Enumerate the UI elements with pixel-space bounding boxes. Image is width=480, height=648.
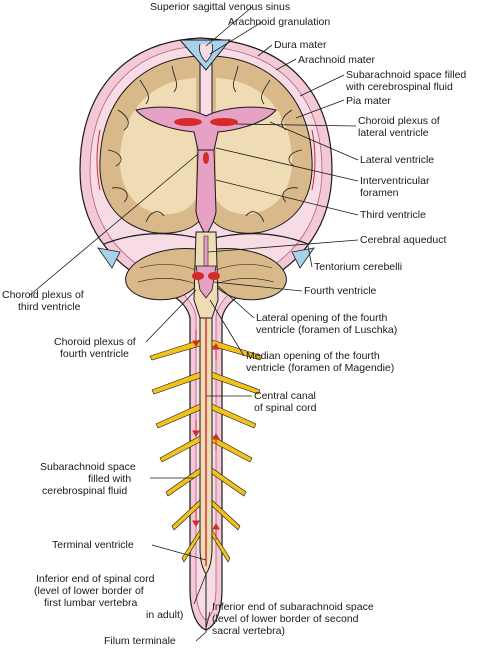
lateral-ventricles: [135, 106, 277, 151]
cortical-gyri: [107, 65, 303, 223]
label-central-canal: Central canal: [254, 390, 316, 402]
label-choroid-fourth: Choroid plexus of: [54, 336, 136, 348]
label-interventricular-foramen-2: foramen: [360, 187, 399, 199]
label-inferior-cord-2: (level of lower border of: [34, 585, 144, 597]
label-pia-mater: Pia mater: [346, 95, 391, 107]
label-inferior-subarachnoid-3: sacral vertebra): [212, 625, 285, 637]
label-third-ventricle: Third ventricle: [360, 209, 426, 221]
label-arachnoid-granulation: Arachnoid granulation: [228, 16, 330, 28]
right-transverse-sinus: [291, 247, 315, 269]
label-lateral-opening: Lateral opening of the fourth: [256, 312, 388, 324]
cerebellar-folia: [137, 264, 275, 285]
label-fourth-ventricle: Fourth ventricle: [304, 285, 377, 297]
label-subarachnoid-space-top: Subarachnoid space filled: [346, 69, 466, 81]
label-central-canal-2: of spinal cord: [254, 402, 317, 414]
label-inferior-cord-4: in adult): [146, 609, 183, 621]
label-inferior-cord-3: first lumbar vertebra: [44, 597, 138, 609]
arachnoid-granulation: [199, 43, 213, 63]
label-interventricular-foramen: Interventricular: [360, 175, 430, 187]
label-filum-terminale: Filum terminale: [104, 635, 176, 647]
label-subarachnoid-spine-3: cerebrospinal fluid: [42, 485, 127, 497]
label-subarachnoid-space-top-2: with cerebrospinal fluid: [345, 81, 453, 93]
leader-lines: [29, 6, 359, 642]
label-choroid-lateral: Choroid plexus of: [358, 115, 440, 127]
label-arachnoid-mater: Arachnoid mater: [298, 54, 376, 66]
label-inferior-cord: Inferior end of spinal cord: [36, 573, 155, 585]
label-terminal-ventricle: Terminal ventricle: [52, 539, 134, 551]
label-cerebral-aqueduct: Cerebral aqueduct: [360, 234, 446, 246]
label-inferior-subarachnoid: Inferior end of subarachnoid space: [212, 601, 374, 613]
label-dura-mater: Dura mater: [274, 39, 327, 51]
choroid-plexus: [174, 118, 238, 280]
spinal-nerves: [149, 339, 263, 563]
cerebral-aqueduct: [203, 235, 209, 267]
label-lateral-opening-2: ventricle (foramen of Luschka): [256, 324, 397, 336]
label-choroid-lateral-2: lateral ventricle: [358, 127, 429, 139]
label-median-opening: Median opening of the fourth: [246, 350, 380, 362]
label-subarachnoid-spine-2: filled with: [88, 473, 131, 485]
csf-flow-arrows: [96, 129, 316, 540]
label-subarachnoid-spine: Subarachnoid space: [40, 461, 136, 473]
label-superior-sagittal-sinus: Superior sagittal venous sinus: [150, 1, 290, 13]
labels: Superior sagittal venous sinus Arachnoid…: [2, 1, 466, 647]
left-transverse-sinus: [97, 247, 121, 269]
label-inferior-subarachnoid-2: (level of lower border of second: [212, 613, 359, 625]
label-choroid-fourth-2: fourth ventricle: [60, 348, 129, 360]
label-choroid-third-2: third ventricle: [18, 301, 81, 313]
label-tentorium-cerebelli: Tentorium cerebelli: [314, 261, 402, 273]
label-median-opening-2: ventricle (foramen of Magendie): [246, 362, 394, 374]
label-lateral-ventricle: Lateral ventricle: [360, 154, 434, 166]
label-choroid-third: Choroid plexus of: [2, 289, 84, 301]
